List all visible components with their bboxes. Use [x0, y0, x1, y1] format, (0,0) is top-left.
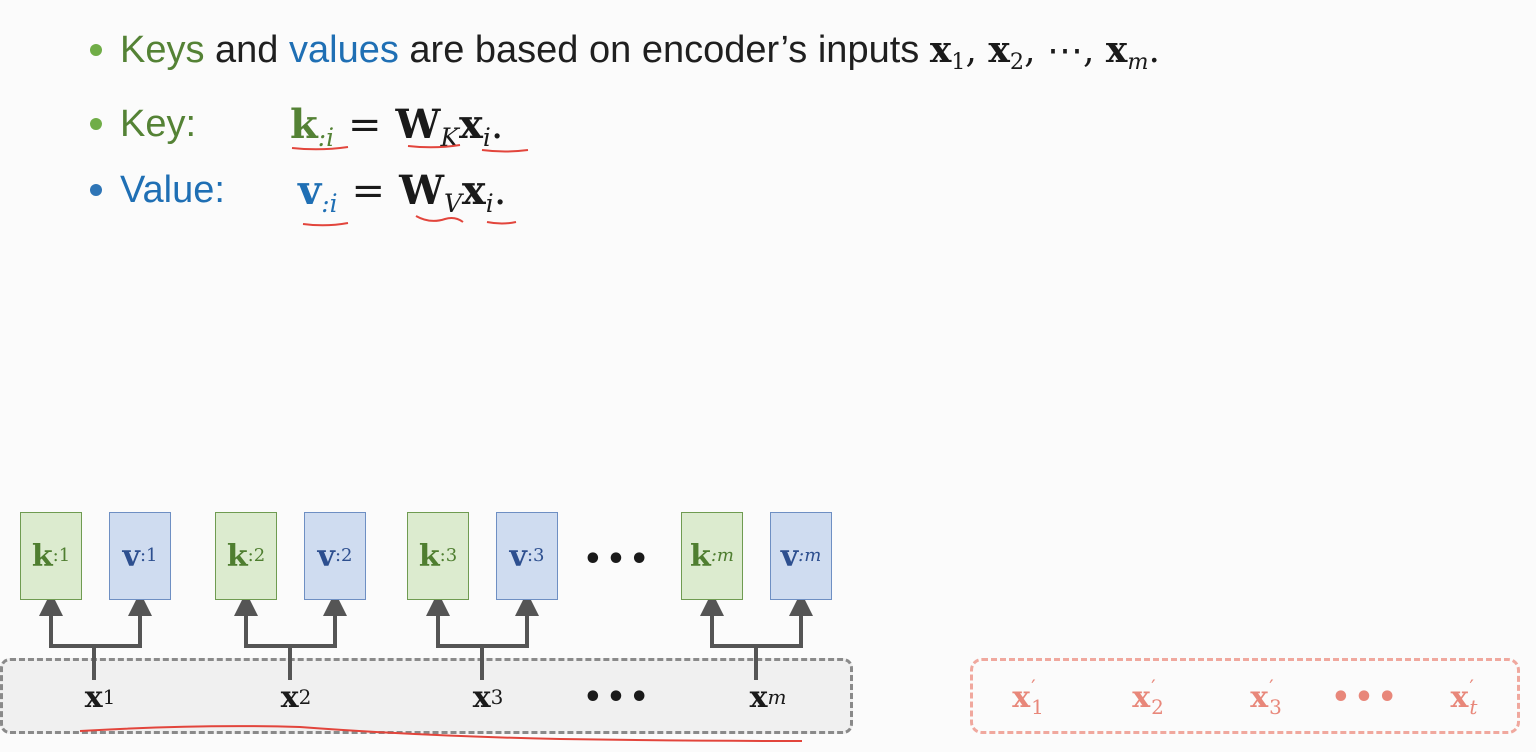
label-value: Value:: [120, 168, 225, 211]
eq-sign: =: [351, 167, 386, 214]
key-box-1: k:1: [20, 512, 82, 600]
text-and: and: [204, 28, 290, 71]
decoder-input-x3: x′3: [1250, 675, 1282, 719]
word-values: values: [289, 28, 399, 71]
text-rest: are based on encoder’s inputs: [398, 28, 930, 71]
math-sub: m: [1127, 49, 1149, 76]
underline-xi2: [486, 221, 517, 225]
decoder-input-bar: [970, 658, 1520, 734]
value-box-2: v:2: [304, 512, 366, 600]
eq-lhs: k: [290, 100, 318, 148]
input-ellipsis: •••: [583, 680, 653, 715]
math-sep: ,: [965, 30, 989, 71]
key-equation: k:i = WKxi.: [290, 100, 504, 152]
math-x: x: [929, 29, 952, 71]
eq-sign: =: [348, 101, 382, 148]
eq-x-sub: i: [485, 188, 494, 218]
encoder-input-bar: [0, 658, 853, 734]
bullet-keys-values: Keys and values are based on encoder’s i…: [90, 20, 1160, 80]
math-x: x: [988, 29, 1010, 71]
key-box-2: k:2: [215, 512, 277, 600]
decoder-input-x1: x′1: [1012, 675, 1044, 719]
decoder-input-x2: x′2: [1132, 675, 1164, 719]
eq-lhs-sub: :i: [317, 122, 335, 152]
key-box-3: k:3: [407, 512, 469, 600]
decoder-ellipsis: •••: [1331, 680, 1401, 715]
decoder-input-xt: x′t: [1450, 675, 1478, 719]
label-key: Key:: [120, 102, 197, 145]
eq-lhs: v: [298, 166, 322, 214]
math-sub: 1: [951, 49, 966, 76]
value-box-m: v:m: [770, 512, 832, 600]
math-dots: ⋯: [1046, 30, 1083, 71]
bullet-dot: [90, 184, 102, 196]
red-annotations: [79, 144, 803, 742]
value-box-1: v:1: [109, 512, 171, 600]
eq-end: .: [490, 101, 504, 148]
underline-v: [302, 222, 349, 227]
eq-weight-sub: K: [440, 122, 459, 152]
math-sep: ,: [1024, 30, 1047, 71]
eq-weight: W: [399, 166, 444, 214]
math-sub: 2: [1009, 49, 1025, 76]
eq-end: .: [493, 167, 507, 214]
math-inputs-list: x1, x2, ⋯, xm.: [929, 29, 1160, 73]
eq-x: x: [461, 166, 486, 214]
bullet-dot: [90, 118, 102, 130]
math-sep: ,: [1082, 30, 1106, 71]
bullet-key-equation: Key: k:i = WKxi.: [90, 94, 504, 154]
value-equation: v:i = WVxi.: [298, 166, 507, 218]
math-end: .: [1148, 30, 1160, 71]
box-ellipsis: •••: [583, 542, 653, 577]
eq-x-sub: i: [482, 122, 491, 152]
value-box-3: v:3: [496, 512, 558, 600]
eq-weight: W: [395, 100, 441, 148]
eq-lhs-sub: :i: [321, 188, 338, 218]
word-keys: Keys: [120, 28, 205, 71]
key-box-m: k:m: [681, 512, 743, 600]
eq-weight-sub: V: [443, 188, 462, 218]
eq-x: x: [458, 100, 483, 148]
math-x: x: [1105, 29, 1128, 71]
bullet-value-equation: Value: v:i = WVxi.: [90, 160, 506, 220]
bullet-dot: [90, 44, 102, 56]
